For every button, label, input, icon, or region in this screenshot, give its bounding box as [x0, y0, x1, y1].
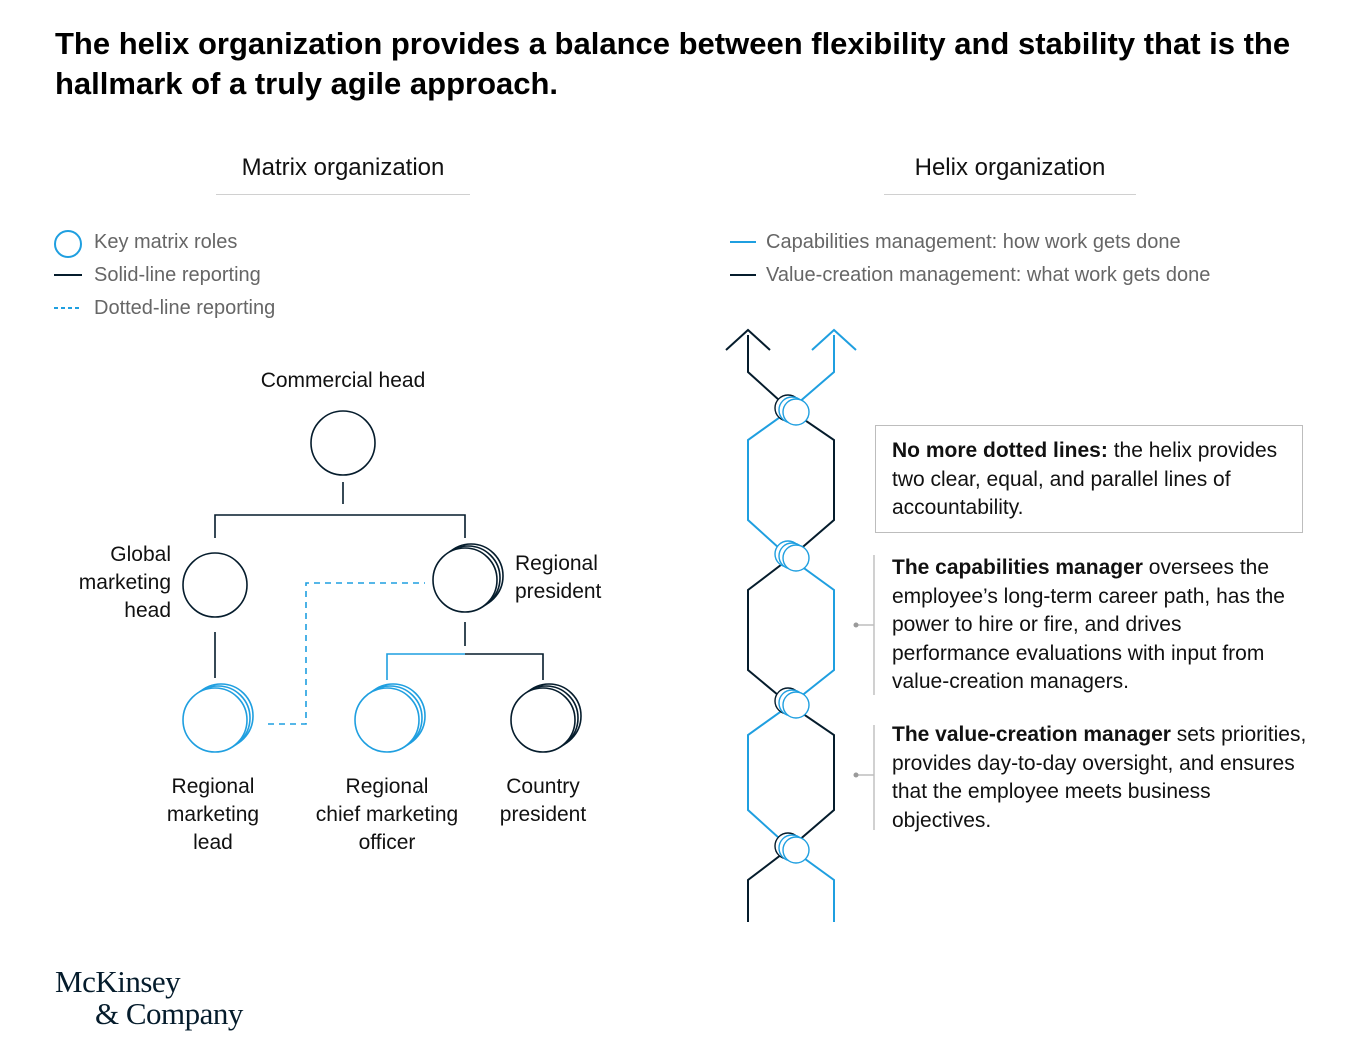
regional-president-node — [432, 543, 504, 613]
callout-value-creation-manager: The value-creation manager sets prioriti… — [892, 723, 1307, 832]
country-president-label: Country president — [499, 775, 587, 826]
legend-dotted: Dotted-line reporting — [54, 295, 354, 321]
legend-capabilities-label: Capabilities management: how work gets d… — [766, 231, 1181, 253]
regional-marketing-lead-node — [182, 683, 254, 753]
helix-heading: Helix organization — [884, 152, 1136, 195]
matrix-solid-connectors — [214, 482, 544, 680]
callout-1-box — [875, 425, 1303, 533]
blue-arrow-icon — [811, 328, 857, 351]
legend-value-creation-label: Value-creation management: what work get… — [766, 264, 1211, 286]
legend-capabilities: Capabilities management: how work gets d… — [730, 229, 1290, 255]
solid-line-icon — [54, 274, 82, 276]
matrix-blue-connectors — [268, 582, 465, 725]
helix-node-2 — [774, 540, 810, 572]
legend-solid: Solid-line reporting — [54, 262, 354, 288]
legend-key-roles: Key matrix roles — [54, 229, 354, 258]
country-president-node — [510, 683, 582, 753]
callout-no-dotted-lines: No more dotted lines: the helix provides… — [892, 439, 1278, 519]
global-marketing-head-node — [182, 552, 248, 618]
regional-cmo-label: Regional chief marketing officer — [315, 775, 459, 854]
global-marketing-head-label: Global marketing head — [78, 543, 171, 622]
callout-capabilities-manager: The capabilities manager oversees the em… — [892, 556, 1285, 693]
commercial-head-node — [310, 410, 376, 476]
regional-cmo-node — [354, 683, 426, 753]
legend-solid-label: Solid-line reporting — [94, 264, 261, 286]
navy-line-icon — [730, 274, 756, 276]
capabilities-strand — [747, 335, 835, 922]
commercial-head-label: Commercial head — [260, 369, 426, 392]
page-title: The helix organization provides a balanc… — [55, 26, 1291, 101]
matrix-heading: Matrix organization — [216, 152, 470, 195]
dotted-line-icon — [54, 307, 82, 309]
helix-diagram — [725, 328, 857, 922]
legend-value-creation: Value-creation management: what work get… — [730, 262, 1290, 288]
blue-line-icon — [730, 241, 756, 243]
legend-dotted-label: Dotted-line reporting — [94, 297, 276, 319]
regional-president-label: Regional president — [515, 552, 602, 603]
navy-arrow-icon — [725, 328, 771, 351]
legend-key-roles-label: Key matrix roles — [94, 231, 238, 253]
value-creation-strand — [747, 335, 835, 922]
mckinsey-logo: McKinsey & Company — [55, 964, 243, 1031]
regional-marketing-lead-label: Regional marketing lead — [166, 775, 260, 854]
helix-node-1 — [774, 394, 810, 426]
helix-node-3 — [774, 687, 810, 719]
helix-node-4 — [774, 832, 810, 864]
blue-circle-icon — [54, 230, 82, 258]
